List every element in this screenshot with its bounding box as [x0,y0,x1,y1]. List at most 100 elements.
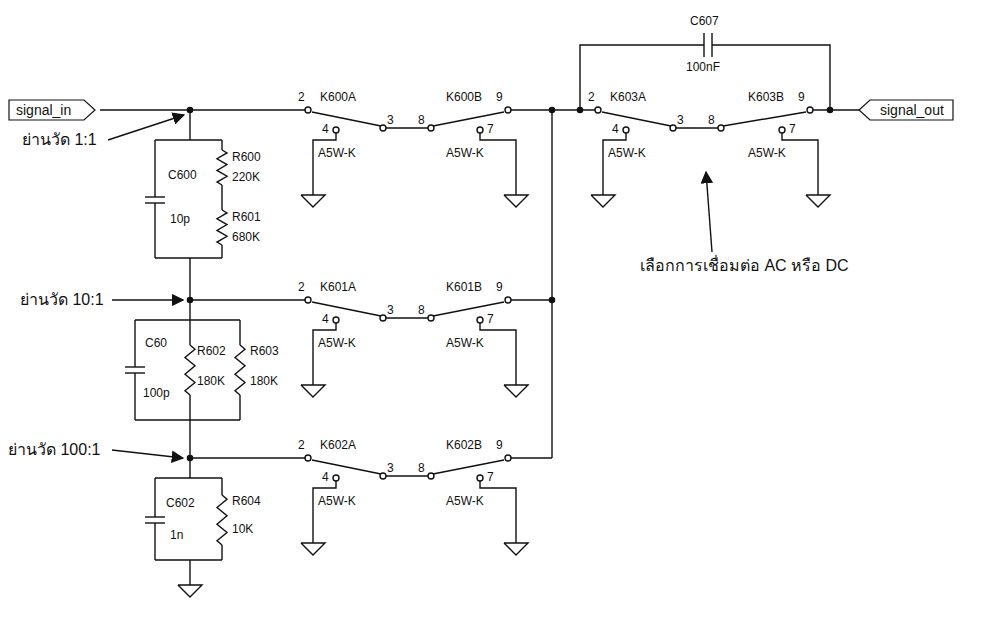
capacitor-symbol [711,33,712,57]
component-value: 1n [170,528,183,542]
component-value: 100nF [686,60,720,74]
pin-number: 8 [418,461,425,475]
capacitor-symbol [145,202,165,203]
relay-contact [505,455,511,461]
wire [190,457,305,458]
relay-name: K602A [320,438,356,452]
relay-name: K603B [748,90,784,104]
relay-part: A5W-K [446,336,484,350]
wire [189,458,190,478]
relay-part: A5W-K [318,146,356,160]
pin-number: 9 [496,438,503,452]
ground-symbol [178,585,202,597]
component-label: C600 [168,168,197,182]
port-name: signal_in [8,99,93,121]
wire [221,245,222,258]
wire [712,45,830,110]
wire [189,420,190,458]
wire [155,139,222,140]
wire [313,481,336,543]
wire [134,373,135,420]
resistor-symbol [217,150,227,185]
ground-symbol [301,385,325,397]
pin-number: 2 [298,280,305,294]
ground-symbol [301,195,325,207]
relay-contact [505,297,511,303]
capacitor-symbol [145,516,165,517]
pin-number: 9 [496,280,503,294]
relay-part: A5W-K [318,336,356,350]
ground-symbol [301,543,325,555]
output-port: signal_out [858,99,954,121]
component-label: R602 [197,344,226,358]
component-label: R600 [232,150,261,164]
wire [221,545,222,560]
component-value: 220K [232,170,260,184]
relay-part: A5W-K [446,146,484,160]
range-label: ย่านวัด 100:1 [8,440,100,460]
pin-number: 2 [588,90,595,104]
wiring [100,33,900,597]
component-label: C60 [145,336,167,350]
wire [221,478,222,495]
leader-arrow [112,450,183,458]
relay-contact [333,317,339,323]
wire [221,140,222,150]
relay-contact [477,317,483,323]
range-label: ย่านวัด 10:1 [20,290,104,310]
ground-symbol [504,543,528,555]
component-label: C607 [690,14,719,28]
wire [154,523,155,560]
wire [155,257,222,258]
component-value: 10p [170,212,190,226]
ground-symbol [591,195,615,207]
capacitor-symbol [125,372,145,373]
pin-number: 3 [387,113,394,127]
wire [155,559,222,560]
relay-contact [333,475,339,481]
wire [480,481,516,543]
relay-link [386,317,428,318]
pin-number: 3 [387,461,394,475]
relay-contact [477,475,483,481]
callout-note: เลือกการเชื่อมต่อ AC หรือ DC [640,256,849,276]
component-label: C602 [166,496,195,510]
pin-number: 7 [487,122,494,136]
wire [480,323,516,385]
wire [511,299,552,300]
wire [189,395,190,420]
resistor-symbol [217,210,227,245]
pin-number: 4 [322,312,329,326]
wire [189,110,190,140]
ground-symbol [806,195,830,207]
relay-contact [477,127,483,133]
wire [189,320,190,345]
wire [154,140,155,197]
leader-arrow [112,299,183,300]
range-label: ย่านวัด 1:1 [22,130,97,150]
port-shape [9,100,95,120]
component-value: 180K [197,374,225,388]
pin-number: 7 [487,470,494,484]
relay-name: K602B [446,438,482,452]
relay-name: K600A [320,90,356,104]
wire [551,110,552,458]
capacitor-symbol [145,522,165,523]
leader-arrow [108,115,184,140]
capacitor-symbol [125,366,145,367]
pin-number: 9 [798,90,805,104]
resistor-symbol [217,495,227,545]
wire [190,299,305,300]
relay-contact [305,297,311,303]
ground-symbol [504,385,528,397]
wire [603,133,626,195]
component-label: R601 [232,210,261,224]
component-value: 680K [232,230,260,244]
capacitor-symbol [145,196,165,197]
port-shape [859,100,953,120]
wire [313,133,336,195]
wire [135,419,240,420]
wire [782,133,818,195]
